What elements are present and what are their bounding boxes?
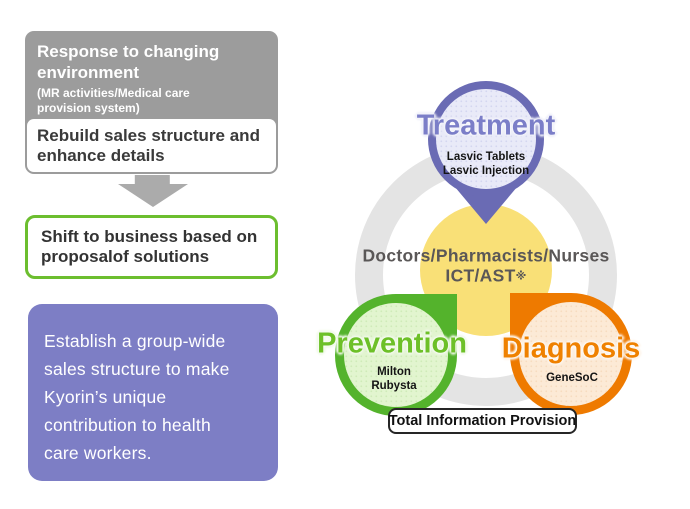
prevention-products: Milton Rubysta (371, 365, 416, 393)
diagnosis-label: Diagnosis (501, 332, 641, 365)
challenge-box: Response to changing environment (MR act… (25, 31, 278, 174)
challenge-title-line1: Response to changing (37, 42, 220, 61)
shift-box: Shift to business based on proposalof so… (25, 215, 278, 279)
shift-line2: proposalof solutions (41, 247, 210, 266)
treatment-product-1: Lasvic Tablets (446, 151, 526, 163)
shift-line1: Shift to business based on (41, 227, 258, 246)
center-audience-label: Doctors/Pharmacists/Nurses ICT/AST※ (362, 246, 609, 287)
treatment-label: Treatment (416, 109, 556, 142)
prevention-product-2: Rubysta (371, 380, 417, 392)
diagnosis-products: GeneSoC (546, 371, 598, 385)
treatment-products: Lasvic Tablets Lasvic Injection (443, 150, 529, 178)
diagnosis-circle-texture (519, 302, 623, 406)
challenge-title-line2: environment (37, 63, 140, 82)
goal-line5: care workers. (44, 443, 152, 463)
goal-line3: Kyorin’s unique (44, 387, 167, 407)
center-audience-line1: Doctors/Pharmacists/Nurses (362, 245, 610, 266)
total-information-badge: Total Information Provision (388, 408, 577, 434)
prevention-product-1: Milton (377, 366, 411, 378)
goal-line1: Establish a group-wide (44, 331, 226, 351)
goal-line4: contribution to health (44, 415, 211, 435)
treatment-circle-texture (436, 89, 536, 189)
challenge-box-header: Response to changing environment (MR act… (25, 31, 278, 116)
treatment-product-2: Lasvic Injection (442, 165, 530, 177)
challenge-subtitle-line2: provision system) (37, 101, 140, 115)
challenge-subtitle-line1: (MR activities/Medical care (37, 86, 190, 100)
challenge-action-line2: enhance details (37, 146, 165, 165)
goal-box: Establish a group-wide sales structure t… (28, 304, 278, 481)
center-audience-line2-text: ICT/AST (445, 265, 516, 286)
challenge-action-panel: Rebuild sales structure and enhance deta… (27, 119, 276, 172)
prevention-label: Prevention (317, 327, 467, 360)
goal-line2: sales structure to make (44, 359, 230, 379)
prevention-circle-texture (344, 303, 448, 407)
center-audience-line2: ICT/AST※ (362, 266, 609, 287)
diagnosis-product-1: GeneSoC (546, 372, 598, 384)
challenge-action-line1: Rebuild sales structure and (37, 126, 260, 145)
reference-mark: ※ (515, 270, 527, 283)
